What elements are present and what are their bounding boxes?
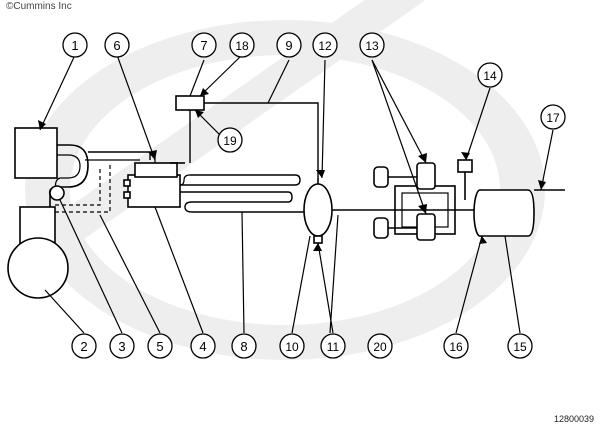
svg-text:5: 5 xyxy=(156,339,163,354)
cooling-coil-3 xyxy=(179,174,191,186)
component-13-valve-bottom xyxy=(416,213,436,241)
svg-text:9: 9 xyxy=(285,38,292,53)
svg-text:17: 17 xyxy=(546,111,560,125)
copyright-text: ©Cummins Inc xyxy=(6,1,72,12)
component-3-fitting xyxy=(49,185,65,201)
callout-7: 7 xyxy=(191,32,217,58)
tank-left-bottom xyxy=(373,217,389,239)
watermark-logo-inner xyxy=(70,55,500,325)
callout-20: 20 xyxy=(367,333,393,359)
svg-text:3: 3 xyxy=(118,339,125,354)
intake-pipe-inner xyxy=(54,154,81,191)
component-6-top xyxy=(134,162,178,178)
component-13-valve-top xyxy=(416,162,436,190)
svg-text:14: 14 xyxy=(483,69,497,83)
svg-text:19: 19 xyxy=(223,134,237,148)
svg-text:15: 15 xyxy=(513,340,527,354)
svg-text:7: 7 xyxy=(200,38,207,53)
tank-left-top xyxy=(373,166,389,188)
callout-10: 10 xyxy=(279,333,305,359)
component-4-tab-1 xyxy=(123,179,131,187)
dashed-line-inner xyxy=(55,168,101,206)
svg-text:4: 4 xyxy=(199,339,206,354)
figure-id: 12800039 xyxy=(553,414,594,424)
callout-4: 4 xyxy=(190,333,216,359)
callout-13: 13 xyxy=(359,32,385,58)
component-2-tank xyxy=(7,237,69,299)
callout-15: 15 xyxy=(507,333,533,359)
callout-17: 17 xyxy=(540,104,566,130)
component-11-drain xyxy=(313,235,323,244)
svg-text:11: 11 xyxy=(327,340,340,354)
callout-11: 11 xyxy=(320,333,346,359)
component-14-sensor xyxy=(457,159,473,173)
callout-12: 12 xyxy=(312,32,338,58)
callout-2: 2 xyxy=(71,333,97,359)
callout-14: 14 xyxy=(477,62,503,88)
arrowheads xyxy=(38,88,546,251)
callout-9: 9 xyxy=(276,32,302,58)
svg-text:13: 13 xyxy=(365,39,379,53)
cooling-coil-2 xyxy=(180,191,305,213)
callout-5: 5 xyxy=(147,333,173,359)
svg-text:10: 10 xyxy=(285,340,299,354)
callout-18: 18 xyxy=(229,32,255,58)
callout-1: 1 xyxy=(62,32,88,58)
svg-text:2: 2 xyxy=(80,339,87,354)
svg-text:12: 12 xyxy=(318,39,332,53)
callout-3: 3 xyxy=(109,333,135,359)
leader-lines xyxy=(39,54,554,334)
svg-text:1: 1 xyxy=(71,38,78,53)
component-15-tank xyxy=(480,189,535,237)
line-9 xyxy=(204,102,319,178)
component-4-tab-2 xyxy=(123,191,131,199)
svg-text:8: 8 xyxy=(240,339,247,354)
cooling-coil xyxy=(180,174,301,186)
svg-text:20: 20 xyxy=(373,340,387,354)
callout-6: 6 xyxy=(104,32,130,58)
callout-19: 19 xyxy=(217,127,243,153)
component-4-block xyxy=(127,174,181,208)
component-10-separator xyxy=(303,183,333,237)
svg-text:18: 18 xyxy=(235,39,249,53)
component-1-box xyxy=(14,127,58,179)
component-18-box xyxy=(175,95,205,111)
diagram-lines xyxy=(7,54,565,334)
callout-16: 16 xyxy=(443,333,469,359)
callout-8: 8 xyxy=(231,333,257,359)
svg-text:16: 16 xyxy=(449,340,463,354)
svg-text:6: 6 xyxy=(113,38,120,53)
